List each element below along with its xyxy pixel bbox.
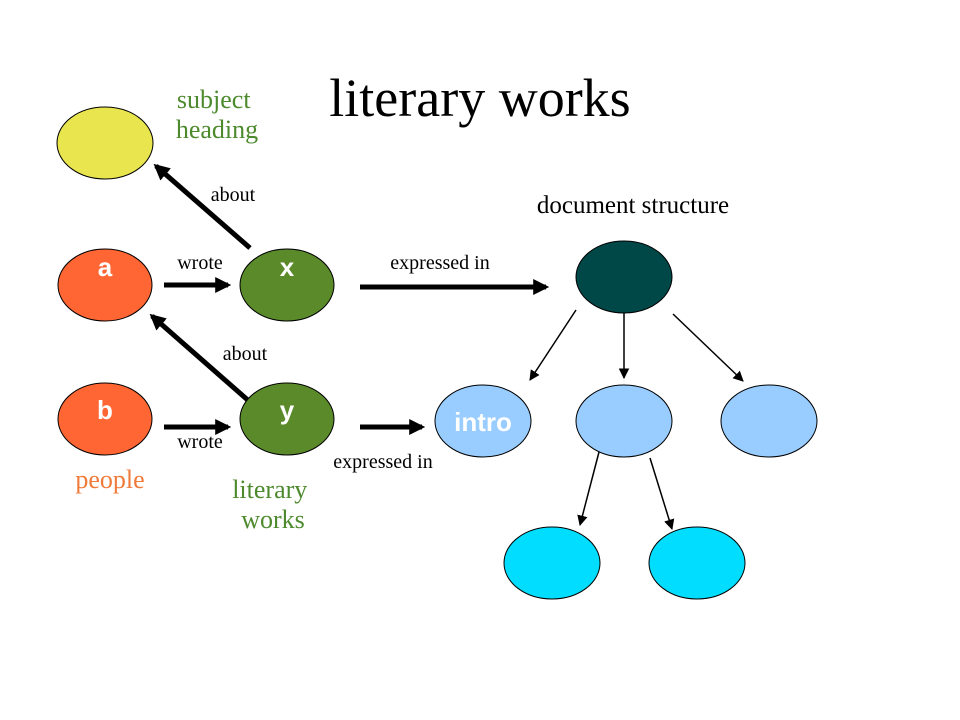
node-a [57, 248, 153, 322]
node-y-label: y [280, 395, 295, 425]
node-document-root [575, 240, 673, 314]
literary-works-line-2: works [241, 505, 305, 534]
page-title: literary works [329, 68, 630, 128]
subject-heading-line-2: heading [176, 115, 258, 144]
node-intro-label: intro [454, 407, 512, 437]
wrote-label-top: wrote [177, 252, 223, 274]
expressed-in-label-bottom: expressed in [333, 451, 432, 473]
node-subsection-left [503, 526, 601, 600]
literary-works-label: literary works [232, 475, 314, 534]
about-label-top: about [211, 184, 256, 206]
node-b-label: b [97, 395, 113, 425]
tree-edge-middle-leaf-left [577, 451, 600, 527]
node-subject-heading [56, 106, 154, 180]
node-section-middle [575, 384, 673, 458]
node-a-label: a [98, 252, 113, 282]
subject-heading-label: subject heading [176, 85, 258, 144]
people-label: people [75, 465, 144, 494]
expressed-in-label-top: expressed in [390, 252, 489, 274]
node-x [239, 248, 335, 322]
document-structure-label: document structure [537, 192, 729, 219]
node-x-label: x [280, 252, 295, 282]
tree-edge-middle-leaf-right [649, 457, 675, 531]
node-y [239, 382, 335, 456]
wrote-label-bottom: wrote [177, 431, 223, 453]
tree-edge-root-right [672, 313, 744, 382]
about-label-bottom: about [223, 343, 268, 365]
node-b [57, 382, 153, 456]
arrow-about-bottom [149, 313, 252, 404]
node-subsection-right [648, 526, 746, 600]
node-intro [434, 384, 532, 458]
arrow-about-top [153, 163, 252, 250]
literary-works-line-1: literary [232, 475, 307, 504]
node-section-right [720, 384, 818, 458]
tree-edge-root-intro [529, 309, 577, 381]
subject-heading-line-1: subject [177, 85, 251, 114]
